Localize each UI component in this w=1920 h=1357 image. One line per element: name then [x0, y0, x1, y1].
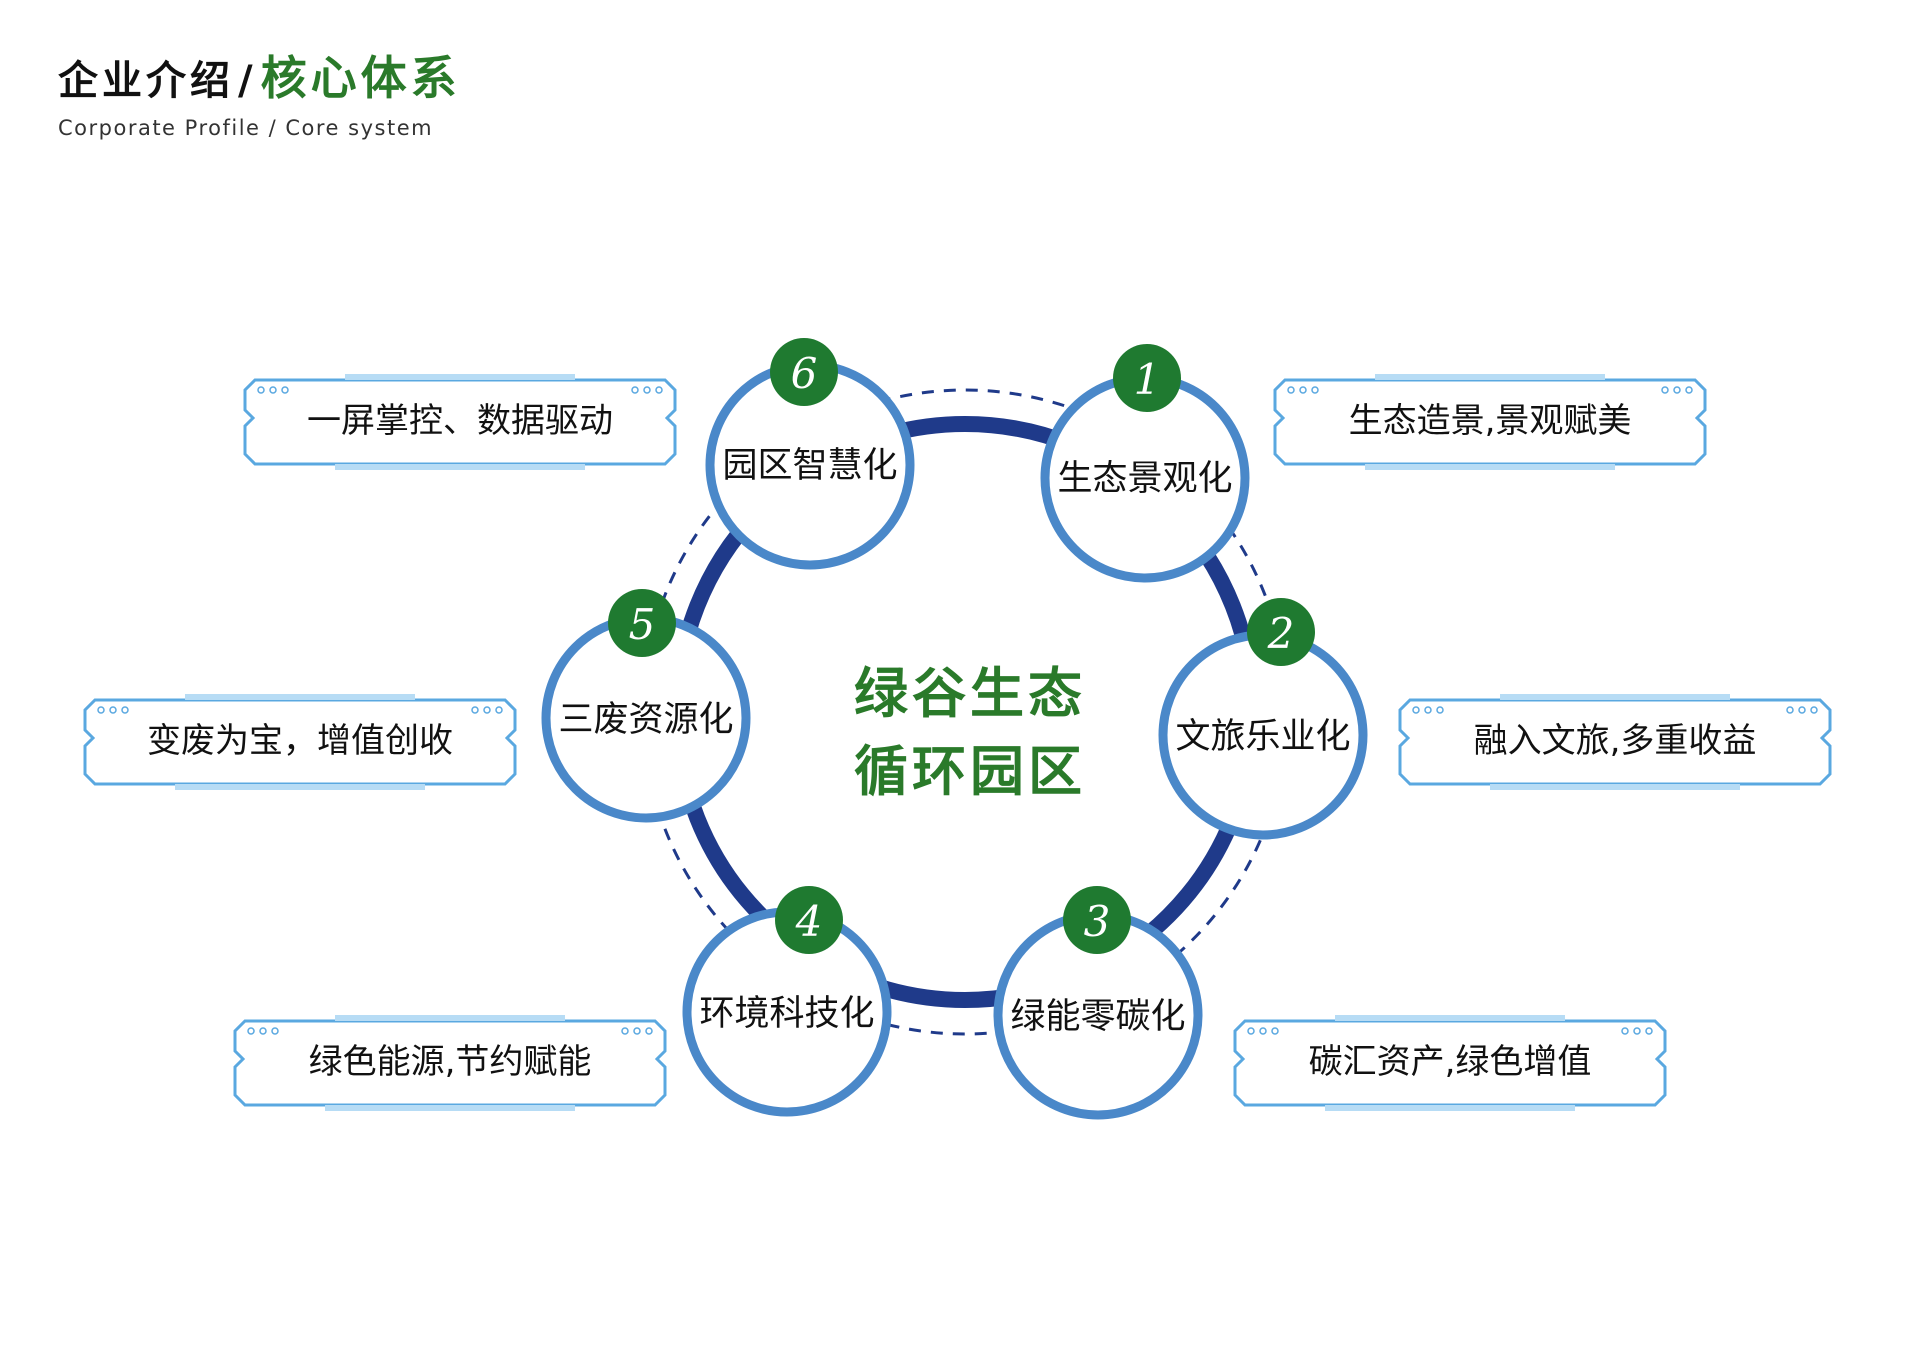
center-title: 绿谷生态 循环园区 — [854, 662, 1086, 803]
description-box-4-text: 绿色能源,节约赋能 — [309, 1042, 592, 1082]
description-box-5: 变废为宝，增值创收 — [83, 692, 517, 792]
node-3: 绿能零碳化 3 — [993, 886, 1203, 1120]
node-2-number: 2 — [1267, 609, 1295, 658]
node-6: 园区智慧化 6 — [705, 338, 915, 570]
description-box-5-text: 变废为宝，增值创收 — [147, 721, 453, 761]
page-title: 企业介绍 / 核心体系 — [58, 42, 461, 108]
node-4-label: 环境科技化 — [699, 994, 874, 1034]
node-1: 生态景观化 1 — [1040, 344, 1250, 583]
node-2: 文旅乐业化 2 — [1158, 598, 1368, 840]
page-subtitle: Corporate Profile / Core system — [58, 116, 434, 140]
description-box-4: 绿色能源,节约赋能 — [233, 1013, 667, 1113]
node-5: 三废资源化 5 — [541, 589, 751, 823]
node-3-label: 绿能零碳化 — [1010, 997, 1185, 1037]
node-2-label: 文旅乐业化 — [1175, 717, 1350, 757]
description-box-3-text: 碳汇资产,绿色增值 — [1309, 1042, 1592, 1082]
node-3-number: 3 — [1084, 897, 1111, 946]
description-box-2-text: 融入文旅,多重收益 — [1474, 721, 1757, 761]
description-box-6-text: 一屏掌控、数据驱动 — [307, 401, 613, 441]
node-1-badge — [1113, 344, 1181, 412]
node-4: 环境科技化 4 — [682, 886, 892, 1117]
node-6-label: 园区智慧化 — [722, 446, 897, 486]
page-header: 企业介绍 / 核心体系 Corporate Profile / Core sys… — [58, 42, 461, 140]
node-2-badge — [1247, 598, 1315, 666]
node-5-badge — [608, 589, 676, 657]
node-5-number: 5 — [629, 600, 656, 649]
node-4-number: 4 — [795, 897, 823, 946]
description-box-6: 一屏掌控、数据驱动 — [243, 372, 677, 472]
node-6-number: 6 — [791, 349, 818, 398]
description-box-1: 生态造景,景观赋美 — [1273, 372, 1707, 472]
description-box-1-text: 生态造景,景观赋美 — [1349, 401, 1632, 441]
center-title-line1: 绿谷生态 — [854, 662, 1086, 725]
node-5-label: 三废资源化 — [558, 700, 733, 740]
node-4-badge — [775, 886, 843, 954]
center-title-line2: 循环园区 — [854, 740, 1086, 803]
node-6-badge — [770, 338, 838, 406]
description-box-2: 融入文旅,多重收益 — [1398, 692, 1832, 792]
title-separator: / — [238, 58, 257, 104]
node-1-number: 1 — [1134, 355, 1161, 404]
description-box-3: 碳汇资产,绿色增值 — [1233, 1013, 1667, 1113]
node-1-label: 生态景观化 — [1057, 459, 1232, 499]
title-main: 企业介绍 — [58, 58, 234, 104]
title-highlight: 核心体系 — [260, 51, 461, 105]
node-3-badge — [1063, 886, 1131, 954]
